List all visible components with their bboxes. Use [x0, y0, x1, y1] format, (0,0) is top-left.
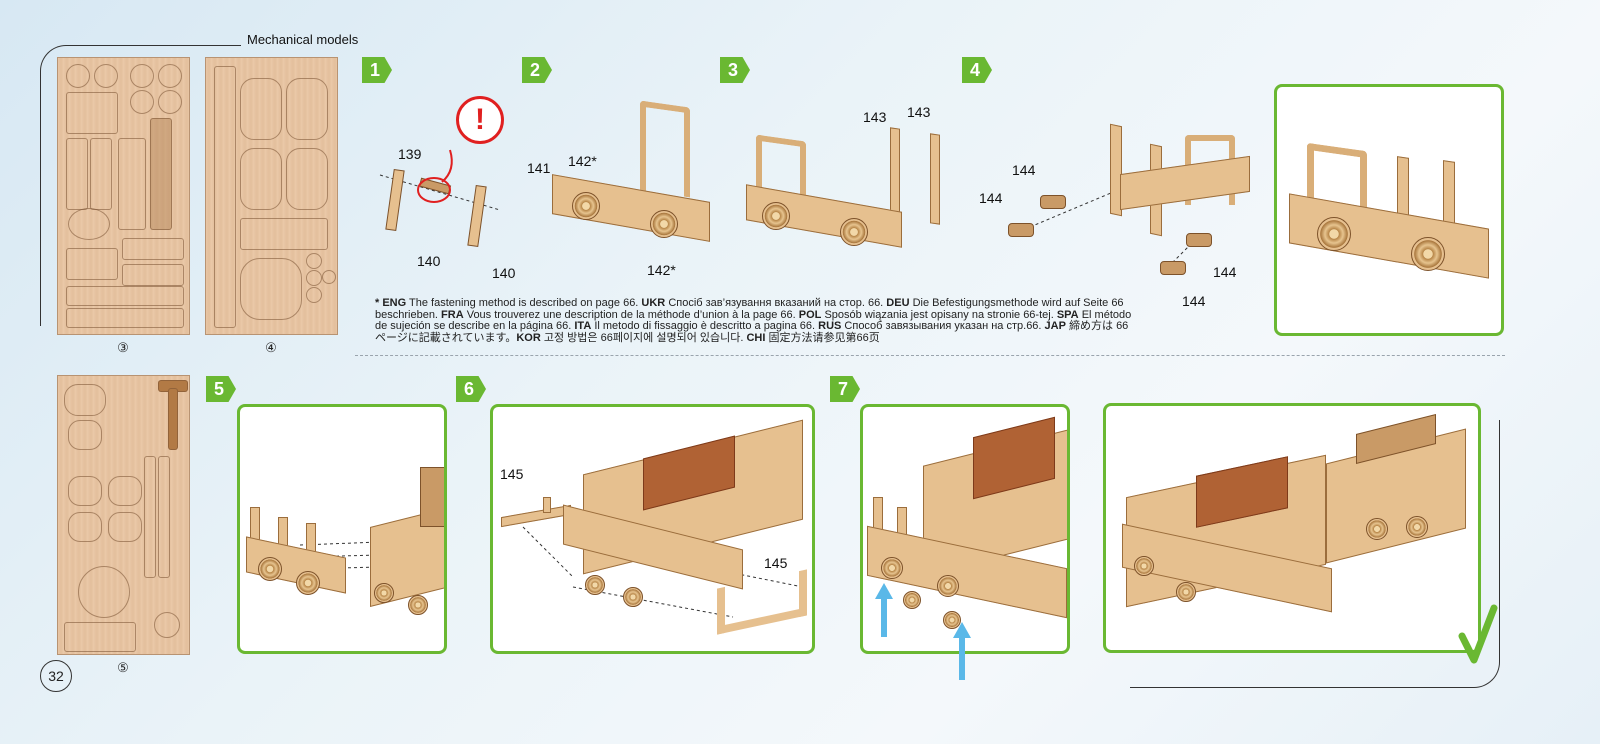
part-label-145a: 145	[500, 466, 524, 482]
page-number-text: 32	[48, 668, 64, 684]
step-1-illustration: !	[360, 90, 520, 290]
sheet-number-5: ⑤	[117, 660, 129, 675]
step-2-illustration	[550, 100, 715, 260]
parts-sheet-4	[205, 57, 338, 335]
note-ita: Il metodo di fissaggio è descritto a pag…	[591, 320, 819, 332]
note-fra-code: FRA	[441, 308, 464, 321]
parts-sheet-5	[57, 375, 190, 655]
part-label-144b: 144	[979, 190, 1003, 206]
step-badge-6: 6	[456, 376, 486, 402]
page-number: 32	[40, 660, 72, 692]
note-pol: Sposób wiązania jest opisany na stronie …	[821, 308, 1057, 321]
note-spa-code: SPA	[1056, 308, 1079, 321]
fastening-note: * ENG The fastening method is described …	[375, 297, 1135, 344]
sheet-number-4: ④	[265, 340, 277, 355]
note-kor-code: KOR	[516, 331, 541, 344]
note-ita-code: ITA	[574, 320, 592, 332]
part-label-144a: 144	[1012, 162, 1036, 178]
note-chi-code: CHI	[746, 331, 766, 344]
part-label-143a: 143	[863, 109, 887, 125]
part-label-144c: 144	[1213, 264, 1237, 280]
step-4-result-box	[1274, 84, 1504, 336]
note-spa: El método de sujeción se describe en la …	[375, 308, 1132, 332]
step-badge-1: 1	[362, 57, 392, 83]
step-badge-3: 3	[720, 57, 750, 83]
checkmark-icon	[1458, 604, 1498, 664]
part-label-139: 139	[398, 146, 422, 162]
note-chi: 固定方法请参见第66页	[765, 331, 880, 344]
step-4-illustration	[1000, 115, 1260, 305]
note-rus: Способ завязывания указан на стр.66.	[841, 320, 1045, 332]
final-result-box	[1103, 403, 1481, 653]
step-1-diagram	[379, 149, 501, 247]
note-rus-code: RUS	[818, 320, 842, 332]
header-bracket-line	[40, 45, 241, 326]
part-label-143b: 143	[907, 104, 931, 120]
note-ukr: Спосіб зав’язування вказаний на стор. 66…	[665, 297, 887, 309]
note-deu: Die Befestigungsmethode wird auf Seite 6…	[375, 297, 1124, 321]
note-fra: Vous trouverez une description de la mét…	[463, 308, 799, 321]
note-star: *	[375, 297, 380, 309]
step-7-box	[860, 404, 1070, 654]
note-eng-code: ENG	[382, 297, 407, 309]
arrow-up-icon	[953, 622, 971, 680]
part-label-145b: 145	[764, 555, 788, 571]
step-5-box	[237, 404, 447, 654]
step-badge-7: 7	[830, 376, 860, 402]
step-badge-4: 4	[962, 57, 992, 83]
note-jap: 締め方は 66 ページに記載されています。	[375, 320, 1129, 344]
part-label-142b: 142*	[647, 262, 676, 278]
note-pol-code: POL	[798, 308, 822, 321]
arrow-up-icon	[875, 583, 893, 637]
step-badge-2: 2	[522, 57, 552, 83]
header-title: Mechanical models	[247, 32, 359, 47]
sheet-number-3: ③	[117, 340, 129, 355]
step-3-illustration	[740, 120, 950, 260]
part-label-144d: 144	[1182, 293, 1206, 309]
part-label-140b: 140	[492, 265, 516, 281]
step-6-box	[490, 404, 815, 654]
section-divider	[355, 355, 1505, 356]
note-kor: 고정 방법은 66페이지에 설명되어 있습니다.	[540, 331, 747, 344]
note-eng: The fastening method is described on pag…	[406, 297, 642, 309]
note-jap-code: JAP	[1044, 320, 1066, 332]
part-label-141: 141	[527, 160, 551, 176]
part-label-142a: 142*	[568, 153, 597, 169]
exclamation-icon: !	[456, 96, 504, 144]
parts-sheet-3	[57, 57, 190, 335]
note-deu-code: DEU	[886, 297, 910, 309]
note-ukr-code: UKR	[641, 297, 666, 309]
step-badge-5: 5	[206, 376, 236, 402]
part-label-140a: 140	[417, 253, 441, 269]
